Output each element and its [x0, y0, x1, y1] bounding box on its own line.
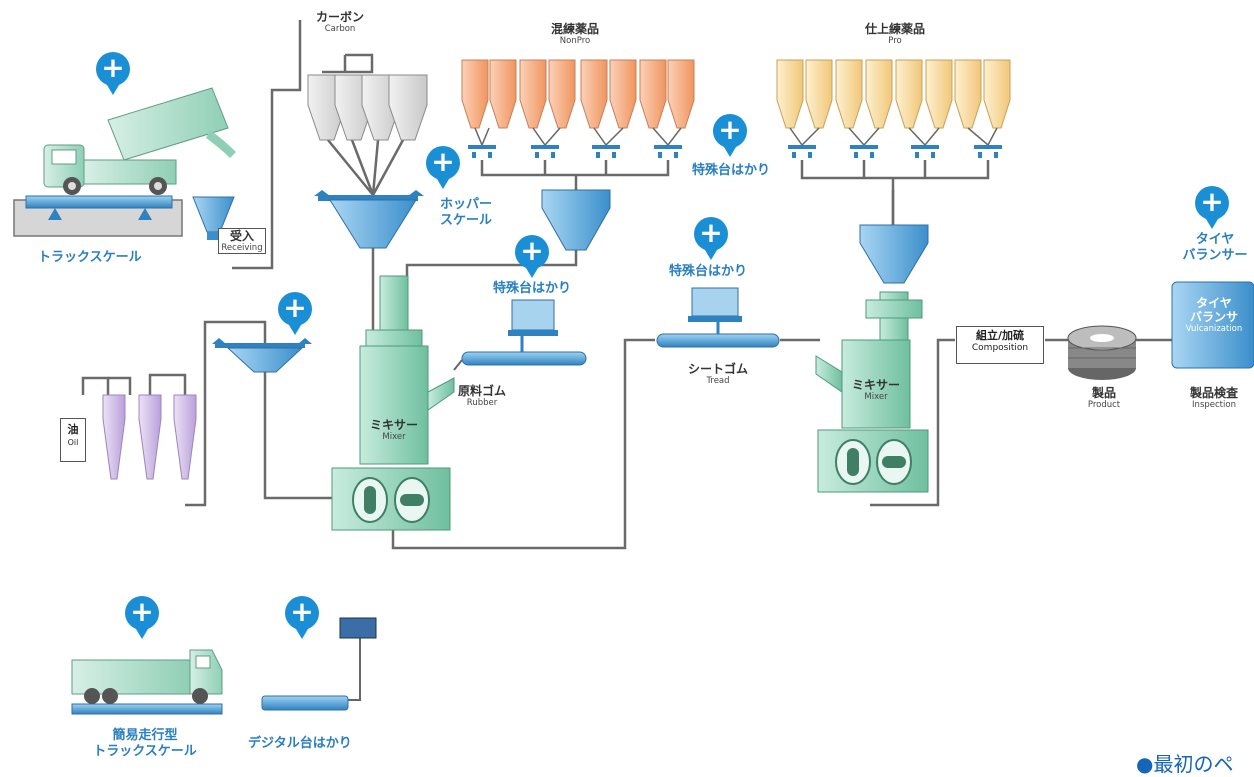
pro-mini-scales [788, 145, 1002, 158]
vulcanization-box [1171, 281, 1254, 369]
nonpro-hopper [541, 189, 611, 251]
pro-hopper [859, 224, 929, 284]
truck-scale-graphic [13, 87, 236, 237]
digital-scale-plus-button[interactable]: + [285, 596, 319, 639]
special-scale-mid-label: 特殊台はかり [493, 281, 572, 296]
special-scale-top-label: 特殊台はかり [692, 163, 771, 178]
special-scale-mid-plus-button[interactable]: + [515, 235, 549, 278]
tire-balancer-plus-button[interactable]: + [1195, 186, 1229, 229]
nonpro-silos [461, 59, 695, 129]
digital-scale-label: デジタル台はかり [248, 736, 352, 751]
tire-stack-graphic [1067, 325, 1137, 380]
nonpro-mini-scales [468, 145, 682, 158]
digital-scale-graphic [261, 617, 377, 711]
simple-truck-scale-graphic [71, 649, 223, 715]
oil-silos [102, 394, 197, 480]
pro-silos [776, 59, 1011, 129]
pro-funnel-lines [789, 127, 998, 147]
hopper-scale-plus-button[interactable]: + [426, 146, 460, 189]
simple-truck-scale-label: 簡易走行型トラックスケール [93, 728, 197, 759]
carbon-silos [307, 74, 428, 141]
hopper-scale-graphic [314, 190, 424, 249]
special-scale-tread-label: 特殊台はかり [669, 264, 748, 279]
hopper-scale-label: ホッパースケール [440, 197, 493, 228]
oil-hopper-scale [212, 338, 312, 373]
tread-conveyor-scale [656, 287, 780, 348]
special-scale-tread-plus-button[interactable]: + [694, 217, 728, 260]
mixer-1-graphic [331, 275, 455, 531]
tire-balancer-label: タイヤバランサー [1182, 232, 1248, 263]
nonpro-funnel-lines [474, 127, 682, 147]
oil-scale-plus-button[interactable]: + [278, 292, 312, 335]
truck-scale-plus-button[interactable]: + [96, 52, 130, 95]
back-to-first-page-link[interactable]: ●最初のペ [1136, 752, 1234, 776]
simple-truck-scale-plus-button[interactable]: + [125, 596, 159, 639]
truck-scale-label: トラックスケール [38, 250, 142, 265]
special-scale-top-plus-button[interactable]: + [713, 114, 747, 157]
rubber-conveyor-scale [453, 299, 587, 371]
mixer-2-graphic [815, 291, 929, 493]
